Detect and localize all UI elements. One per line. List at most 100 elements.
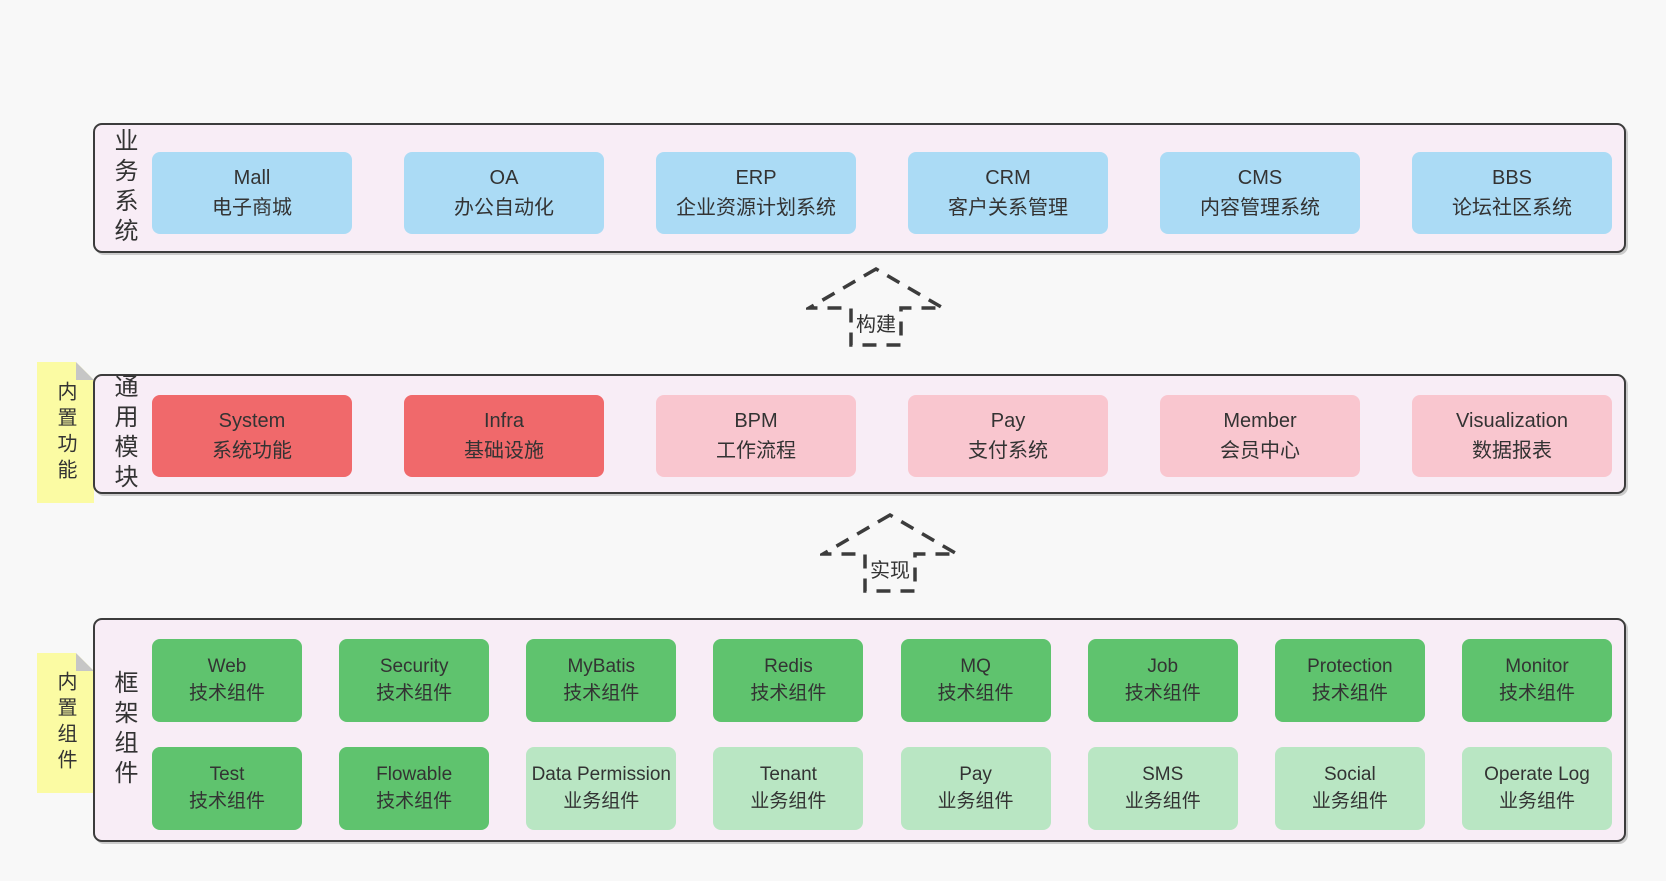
box-title: BPM	[734, 410, 778, 432]
box-subtitle: 业务组件	[1124, 790, 1201, 812]
box-mq: MQ 技术组件	[900, 639, 1051, 722]
box-title: Pay	[959, 764, 992, 786]
arrow-label: 实现	[868, 554, 912, 583]
box-title: Job	[1147, 656, 1179, 678]
box-subtitle: 技术组件	[188, 790, 265, 812]
box-title: OA	[489, 167, 519, 189]
band-common-modules: 通用模块 System 系统功能 Infra 基础设施 BPM 工作流程 Pay 支付系统 Me…	[93, 374, 1626, 494]
box-subtitle: 支付系统	[968, 440, 1048, 462]
box-title: BBS	[1491, 167, 1533, 189]
box-crm: CRM 客户关系管理	[908, 152, 1108, 234]
box-pay: Pay 支付系统	[908, 395, 1108, 477]
build-arrow: 构建	[806, 266, 946, 348]
box-title: Mall	[233, 167, 271, 189]
box-infra: Infra 基础设施	[404, 395, 604, 477]
box-subtitle: 业务组件	[1498, 790, 1575, 812]
sticky-note-label: 内置组件	[54, 671, 76, 775]
box-member: Member 会员中心	[1160, 395, 1360, 477]
box-subtitle: 技术组件	[563, 682, 640, 704]
box-title: Test	[209, 764, 245, 786]
box-subtitle: 工作流程	[716, 440, 796, 462]
box-subtitle: 技术组件	[750, 682, 827, 704]
box-subtitle: 企业资源计划系统	[676, 197, 836, 219]
box-subtitle: 基础设施	[464, 440, 544, 462]
box-title: Tenant	[759, 764, 817, 786]
box-subtitle: 客户关系管理	[948, 197, 1068, 219]
arrow-label: 构建	[854, 308, 898, 337]
box-title: Operate Log	[1484, 764, 1590, 786]
box-tenant: Tenant 业务组件	[713, 747, 864, 830]
box-cms: CMS 内容管理系统	[1160, 152, 1360, 234]
box-test: Test 技术组件	[152, 747, 302, 830]
box-subtitle: 技术组件	[376, 682, 453, 704]
box-title: CMS	[1237, 167, 1283, 189]
box-subtitle: 技术组件	[376, 790, 453, 812]
box-flowable: Flowable 技术组件	[339, 747, 490, 830]
band-label: 通用模块	[110, 374, 137, 494]
box-title: Social	[1323, 764, 1376, 786]
box-operate-log: Operate Log 业务组件	[1461, 747, 1612, 830]
band-label: 业务系统	[110, 128, 137, 248]
box-title: Flowable	[376, 764, 453, 786]
box-system: System 系统功能	[152, 395, 352, 477]
box-subtitle: 会员中心	[1220, 440, 1300, 462]
box-title: Redis	[764, 656, 813, 678]
box-mybatis: MyBatis 技术组件	[526, 639, 677, 722]
folded-corner	[76, 362, 94, 380]
box-title: Infra	[483, 410, 525, 432]
implement-arrow: 实现	[820, 512, 960, 594]
box-subtitle: 业务组件	[937, 790, 1014, 812]
box-subtitle: 内容管理系统	[1200, 197, 1320, 219]
box-title: Monitor	[1505, 656, 1569, 678]
box-subtitle: 业务组件	[750, 790, 827, 812]
box-title: Pay	[990, 410, 1026, 432]
box-subtitle: 业务组件	[563, 790, 640, 812]
box-social: Social 业务组件	[1274, 747, 1425, 830]
box-title: SMS	[1142, 764, 1184, 786]
box-subtitle: 论坛社区系统	[1452, 197, 1572, 219]
box-title: System	[218, 410, 286, 432]
folded-corner	[76, 653, 94, 671]
box-subtitle: 系统功能	[212, 440, 292, 462]
sticky-note-label: 内置功能	[54, 380, 76, 485]
box-web: Web 技术组件	[152, 639, 302, 722]
box-redis: Redis 技术组件	[713, 639, 864, 722]
box-subtitle: 技术组件	[1498, 682, 1575, 704]
box-subtitle: 电子商城	[212, 197, 292, 219]
up-block-arrow-icon	[806, 266, 946, 347]
box-title: Security	[379, 656, 449, 678]
box-title: Member	[1223, 410, 1297, 432]
box-title: Web	[207, 656, 247, 678]
box-monitor: Monitor 技术组件	[1461, 639, 1612, 722]
sticky-note-builtin-features: 内置功能	[37, 362, 94, 503]
box-subtitle: 技术组件	[1124, 682, 1201, 704]
box-security: Security 技术组件	[339, 639, 490, 722]
box-title: CRM	[985, 167, 1031, 189]
box-oa: OA 办公自动化	[404, 152, 604, 234]
box-title: MQ	[960, 656, 991, 678]
box-subtitle: 技术组件	[188, 682, 265, 704]
box-title: Protection	[1307, 656, 1393, 678]
box-subtitle: 办公自动化	[454, 197, 554, 219]
box-title: Data Permission	[531, 764, 671, 786]
box-subtitle: 数据报表	[1472, 440, 1552, 462]
box-sms: SMS 业务组件	[1087, 747, 1238, 830]
box-title: MyBatis	[567, 656, 636, 678]
box-subtitle: 技术组件	[937, 682, 1014, 704]
box-bpm: BPM 工作流程	[656, 395, 856, 477]
box-row: System 系统功能 Infra 基础设施 BPM 工作流程 Pay 支付系统 Member 会…	[152, 395, 1612, 477]
up-block-arrow-icon	[820, 512, 960, 593]
box-pay: Pay 业务组件	[900, 747, 1051, 830]
box-subtitle: 技术组件	[1311, 682, 1388, 704]
box-data-permission: Data Permission 业务组件	[526, 747, 677, 830]
band-label: 框架组件	[110, 670, 137, 790]
box-subtitle: 业务组件	[1311, 790, 1388, 812]
box-bbs: BBS 论坛社区系统	[1412, 152, 1612, 234]
box-job: Job 技术组件	[1087, 639, 1238, 722]
